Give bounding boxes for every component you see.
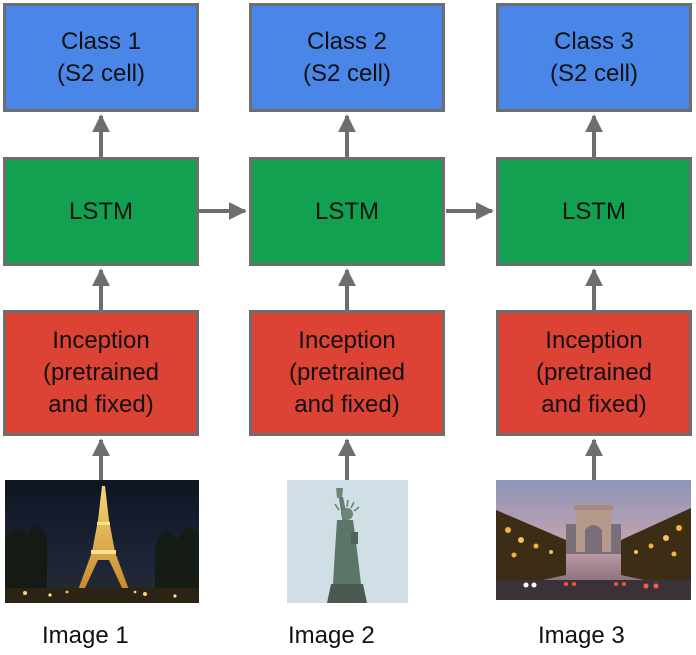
inception-box-3-line3: and fixed) [541,391,647,418]
class-box-3: Class 3 (S2 cell) [496,3,692,112]
inception-box-3-line1: Inception [545,327,643,354]
lstm-box-3: LSTM [496,157,692,266]
class-box-2-title: Class 2 [306,27,388,55]
class-box-2-subtitle: (S2 cell) [302,59,392,87]
inception-box-2-line1: Inception [298,327,396,354]
inception-box-2: Inception (pretrained and fixed) [249,310,445,436]
class-box-1-title: Class 1 [60,27,142,55]
lstm-box-3-label: LSTM [561,197,626,225]
inception-box-1: Inception (pretrained and fixed) [3,310,199,436]
inception-box-2-line2: (pretrained [288,359,406,386]
statue-of-liberty-photo [287,480,408,603]
inception-box-3-line2: (pretrained [535,359,653,386]
lstm-box-1: LSTM [3,157,199,266]
class-box-3-subtitle: (S2 cell) [549,59,639,87]
class-box-2: Class 2 (S2 cell) [249,3,445,112]
lstm-box-2-label: LSTM [314,197,379,225]
eiffel-tower-photo [5,480,199,603]
inception-box-3: Inception (pretrained and fixed) [496,310,692,436]
image-label-2: Image 2 [288,622,375,649]
image-label-3: Image 3 [538,622,625,649]
inception-box-1-line1: Inception [52,327,150,354]
inception-box-1-line3: and fixed) [48,391,154,418]
class-box-1-subtitle: (S2 cell) [56,59,146,87]
class-box-1: Class 1 (S2 cell) [3,3,199,112]
image-label-1: Image 1 [42,622,129,649]
inception-box-1-line2: (pretrained [42,359,160,386]
lstm-box-1-label: LSTM [68,197,133,225]
lstm-box-2: LSTM [249,157,445,266]
inception-box-2-line3: and fixed) [294,391,400,418]
class-box-3-title: Class 3 [553,27,635,55]
arc-de-triomphe-photo [496,480,691,600]
